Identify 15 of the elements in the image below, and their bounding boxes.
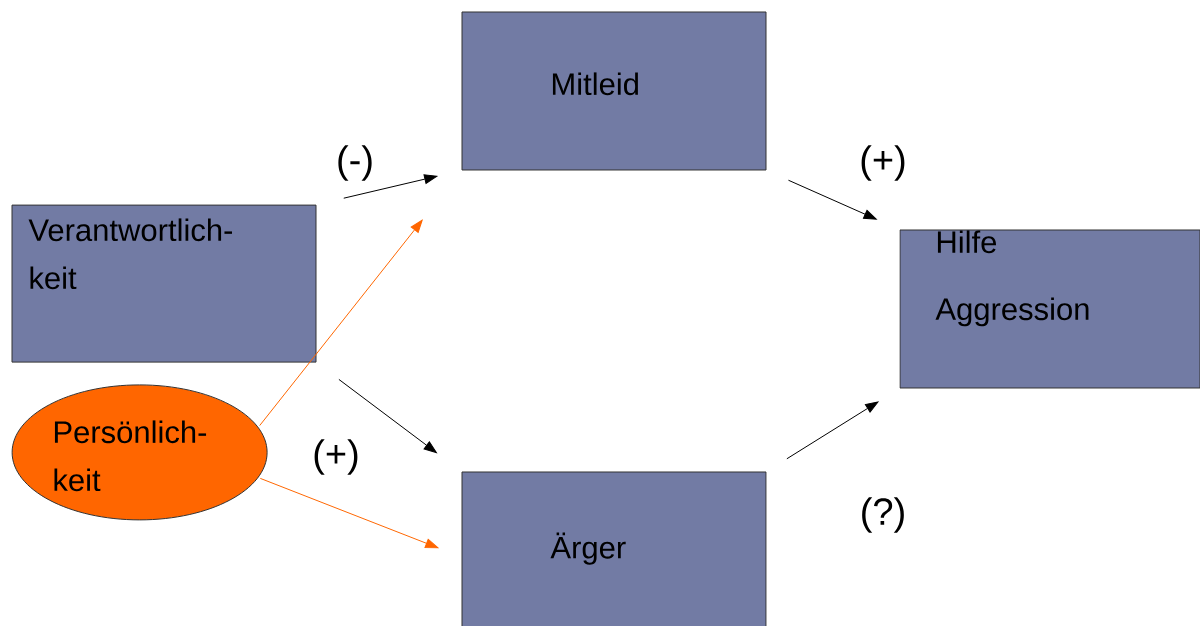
arrow: [259, 219, 423, 427]
process-box: Ärger: [461, 471, 767, 626]
edge-label: (+): [314, 439, 358, 475]
process-box: Mitleid: [461, 11, 767, 171]
edge-label: (+): [861, 145, 905, 181]
arrow: [338, 378, 437, 454]
oval-node: Persönlich- keit: [11, 384, 268, 521]
arrow: [259, 477, 439, 549]
edge-label: (-): [338, 145, 372, 181]
arrow: [787, 179, 877, 220]
arrow: [343, 174, 438, 199]
arrow: [786, 401, 879, 460]
process-box: Verantwortlich- keit: [11, 204, 317, 363]
process-box: Hilfe Aggression: [899, 229, 1200, 389]
edge-label: (?): [862, 497, 904, 533]
